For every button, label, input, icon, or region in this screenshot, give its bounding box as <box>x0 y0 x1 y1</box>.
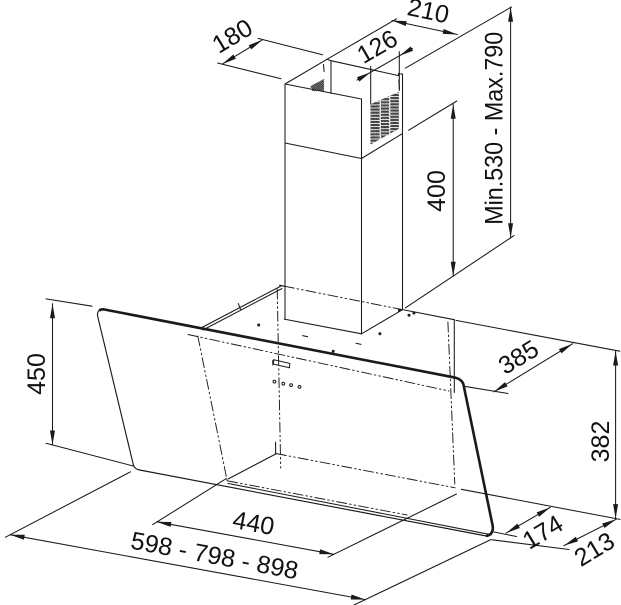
svg-text:180: 180 <box>207 14 257 59</box>
svg-text:126: 126 <box>352 24 402 69</box>
svg-text:400: 400 <box>423 170 451 212</box>
svg-text:440: 440 <box>230 506 276 541</box>
svg-text:213: 213 <box>570 527 620 572</box>
svg-text:385: 385 <box>494 335 544 380</box>
svg-text:Min.530 - Max.790: Min.530 - Max.790 <box>481 32 509 225</box>
svg-text:450: 450 <box>23 353 51 395</box>
svg-text:382: 382 <box>587 421 615 463</box>
svg-text:598 - 798 - 898: 598 - 798 - 898 <box>129 527 301 585</box>
